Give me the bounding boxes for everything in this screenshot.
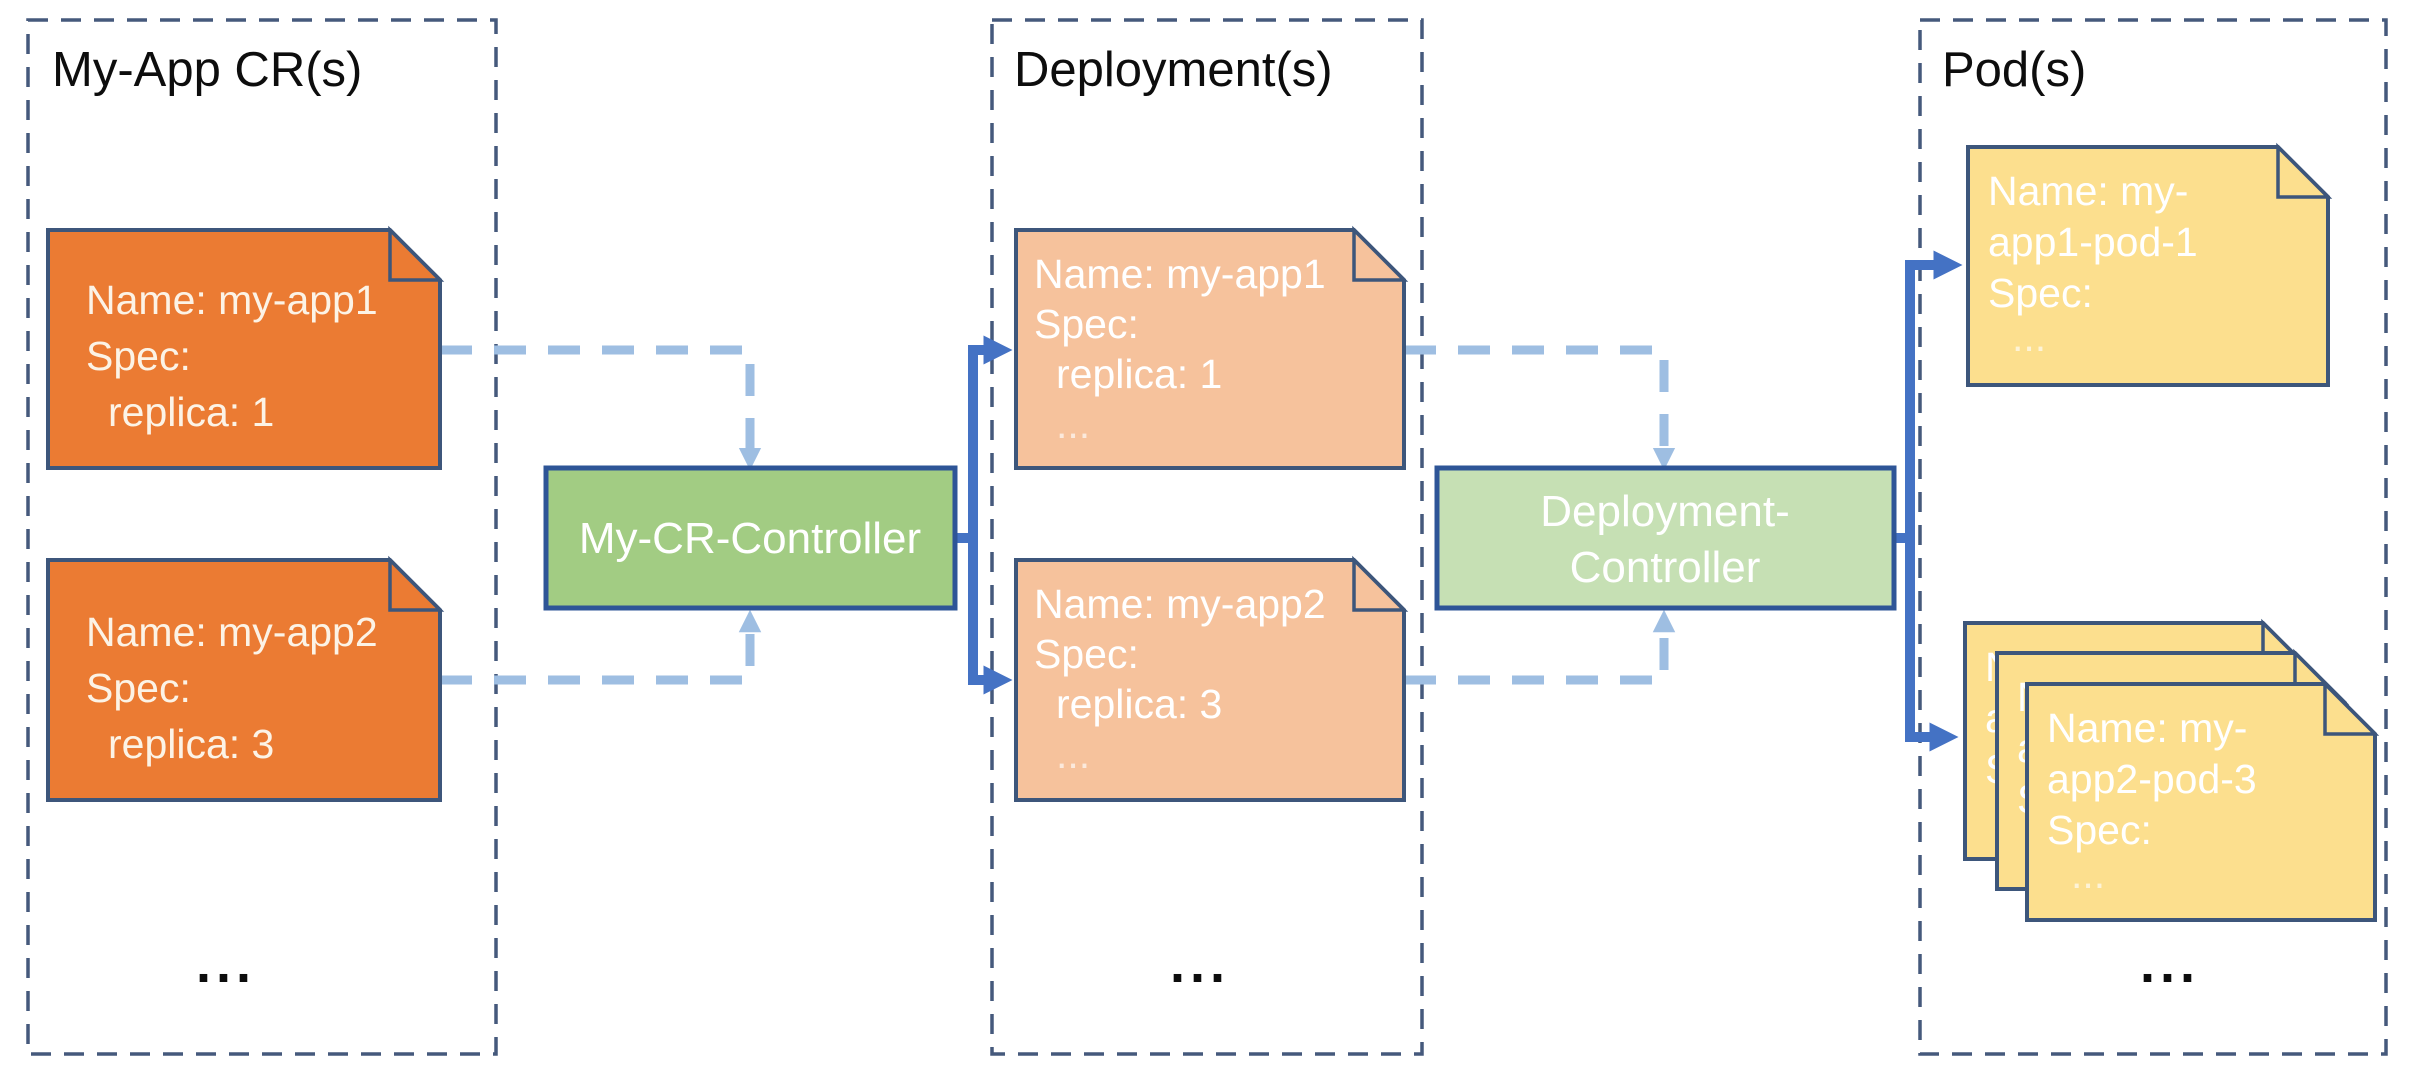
cr-controller-box: My-CR-Controller — [543, 465, 958, 611]
pod-column-ellipsis: ... — [2140, 934, 2200, 994]
cr-column-title: My-App CR(s) — [52, 43, 362, 97]
card-dep2-line: Name: my-app2 — [1034, 581, 1326, 627]
card-pod2-front-line: app2-pod-3 — [2047, 756, 2257, 802]
card-cr2: Name: my-app2 Spec: replica: 3 — [46, 555, 445, 802]
card-dep1-fold-icon — [1352, 225, 1409, 282]
card-dep1-shape — [1014, 228, 1406, 470]
deployment-controller-label: Deployment- — [1540, 487, 1789, 536]
card-dep1: Name: my-app1 Spec: replica: 1 ... — [1014, 225, 1409, 470]
deployment-column-ellipsis: ... — [1170, 934, 1230, 994]
pod-column-border — [1918, 18, 2388, 1056]
card-cr2-fold-icon — [388, 555, 445, 612]
arrow-cr1-to-cr-controller — [440, 345, 762, 471]
card-dep2-shape — [1014, 558, 1406, 802]
card-pod2-front-line: Spec: — [2047, 807, 2152, 853]
card-pod1-fold-icon — [2276, 142, 2333, 199]
card-pod2-front-line: Name: my- — [2047, 705, 2247, 751]
card-pod2-front-shape — [2025, 682, 2377, 922]
card-pod1-line: Spec: — [1988, 270, 2093, 316]
pod-column-title: Pod(s) — [1942, 43, 2086, 97]
card-cr1-fold-icon — [388, 225, 445, 282]
cr-column: My-App CR(s) ... — [26, 18, 498, 1056]
card-cr2-line: replica: 3 — [108, 721, 274, 767]
cr-column-border — [26, 18, 498, 1056]
card-pod2-front-fold-icon — [2323, 679, 2380, 736]
deployment-controller-label: Controller — [1570, 543, 1761, 592]
cr-controller-label: My-CR-Controller — [579, 514, 921, 563]
card-pod1: Name: my- app1-pod-1 Spec: ... — [1966, 142, 2333, 387]
card-cr2-line: Spec: — [86, 665, 191, 711]
arrow-dep1-to-deployment-controller — [1404, 345, 1676, 471]
arrow-cr2-to-cr-controller — [440, 609, 762, 685]
card-cr2-line: Name: my-app2 — [86, 609, 378, 655]
card-dep1-line: Spec: — [1034, 301, 1139, 347]
card-dep1-line: replica: 1 — [1056, 351, 1222, 397]
deployment-controller-rect — [1434, 465, 1897, 611]
deployment-column-title: Deployment(s) — [1014, 43, 1333, 97]
card-pod1-shape — [1966, 145, 2330, 387]
card-cr1-line: Spec: — [86, 333, 191, 379]
arrow-dep2-to-deployment-controller — [1404, 609, 1676, 685]
card-dep2: Name: my-app2 Spec: replica: 3 ... — [1014, 555, 1409, 802]
card-pod2-front: Name: my- app2-pod-3 Spec: ... — [2025, 679, 2380, 922]
card-dep2-line: replica: 3 — [1056, 681, 1222, 727]
card-pod1-line: Name: my- — [1988, 168, 2188, 214]
deployment-column: Deployment(s) ... — [990, 18, 1424, 1056]
card-pod1-line: ... — [2012, 314, 2046, 360]
card-cr1-shape — [46, 228, 442, 470]
card-dep1-line: Name: my-app1 — [1034, 251, 1326, 297]
card-pod1-line: app1-pod-1 — [1988, 219, 2198, 265]
cr-column-ellipsis: ... — [196, 934, 256, 994]
pod-column: Pod(s) ... — [1918, 18, 2388, 1056]
deployment-controller-box: Deployment- Controller — [1434, 465, 1897, 611]
card-dep1-line: ... — [1056, 401, 1090, 447]
card-dep2-fold-icon — [1352, 555, 1409, 612]
cr-controller-rect — [543, 465, 958, 611]
card-cr2-shape — [46, 558, 442, 802]
card-pod2-front-line: ... — [2071, 851, 2105, 897]
card-pod2-stack: Name: my- app2-pod-3 Spec: Name: my- app… — [1963, 618, 2380, 922]
card-cr1: Name: my-app1 Spec: replica: 1 — [46, 225, 445, 470]
card-dep2-line: Spec: — [1034, 631, 1139, 677]
card-cr1-line: Name: my-app1 — [86, 277, 378, 323]
card-dep2-line: ... — [1056, 731, 1090, 777]
deployment-column-border — [990, 18, 1424, 1056]
card-cr1-line: replica: 1 — [108, 389, 274, 435]
